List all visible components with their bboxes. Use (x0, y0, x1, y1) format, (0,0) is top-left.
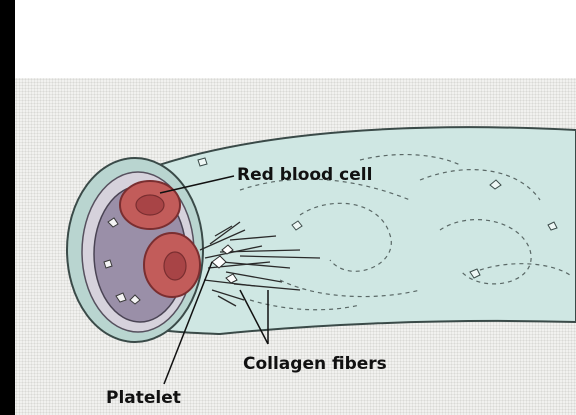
red-blood-cell-lower (144, 233, 200, 297)
platelet-label: Platelet (106, 388, 181, 408)
collagen-fibers-label: Collagen fibers (243, 354, 387, 374)
red-blood-cell-upper (120, 181, 180, 229)
red-blood-cell-label: Red blood cell (237, 165, 372, 185)
